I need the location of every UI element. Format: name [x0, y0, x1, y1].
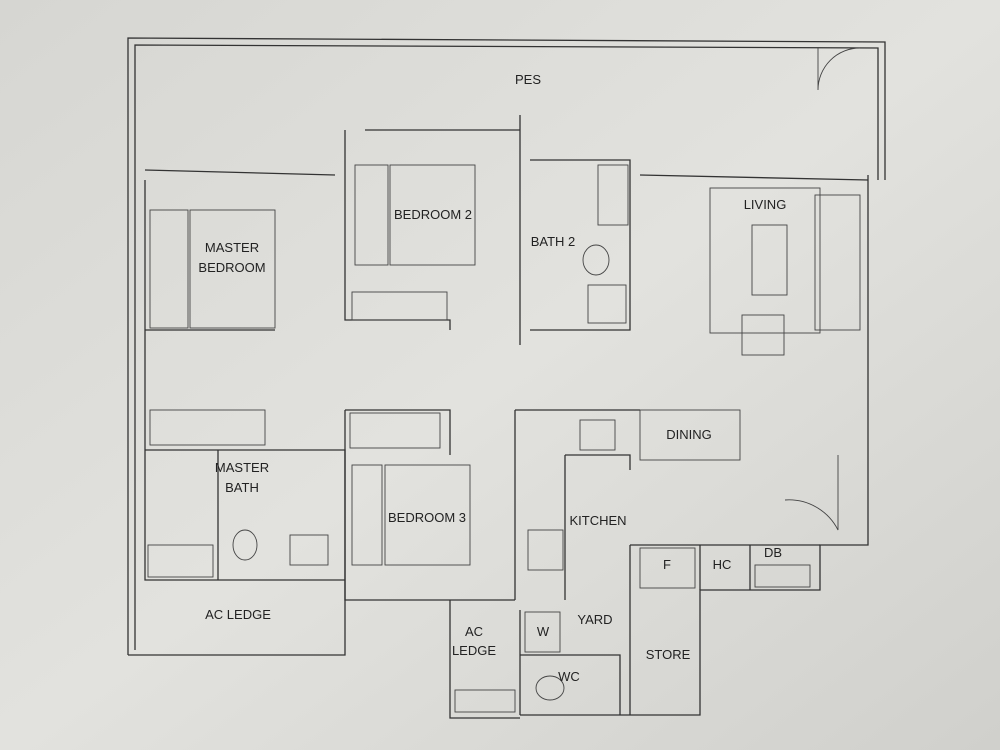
- label-bedroom3: BEDROOM 3: [388, 510, 466, 525]
- master-bed: [189, 209, 276, 329]
- label-ac-ledge-yard-1: AC: [465, 624, 483, 639]
- label-washer: W: [537, 624, 550, 639]
- label-master-bath-2: BATH: [225, 480, 259, 495]
- master-bath-toilet: [232, 529, 258, 561]
- dining-table: [639, 409, 741, 461]
- master-wardrobe: [149, 409, 266, 446]
- outer-walls: [127, 37, 886, 719]
- label-master-bedroom-2: BEDROOM: [198, 260, 265, 275]
- bath2-toilet: [582, 244, 610, 276]
- label-yard: YARD: [577, 612, 612, 627]
- bedroom2-bed: [389, 164, 476, 266]
- bedroom3-bed: [384, 464, 471, 566]
- label-dining: DINING: [666, 427, 712, 442]
- label-master-bath-1: MASTER: [215, 460, 269, 475]
- label-master-bedroom-1: MASTER: [205, 240, 259, 255]
- label-kitchen: KITCHEN: [569, 513, 626, 528]
- label-ac-ledge-yard-2: LEDGE: [452, 643, 496, 658]
- label-bedroom2: BEDROOM 2: [394, 207, 472, 222]
- label-bath2: BATH 2: [531, 234, 576, 249]
- label-wc: WC: [558, 669, 580, 684]
- entrance-doors: [784, 47, 861, 531]
- label-ac-ledge-left: AC LEDGE: [205, 607, 271, 622]
- furniture: [147, 164, 861, 713]
- stove: [527, 529, 564, 571]
- kitchen-sink: [579, 419, 616, 451]
- label-living: LIVING: [744, 197, 787, 212]
- label-hc: HC: [713, 557, 732, 572]
- living-sofa-set: [709, 187, 821, 334]
- label-store: STORE: [646, 647, 691, 662]
- label-db: DB: [764, 545, 782, 560]
- label-pes: PES: [515, 72, 541, 87]
- label-fridge: F: [663, 557, 671, 572]
- room-labels: PES MASTER BEDROOM BEDROOM 2 BATH 2 LIVI…: [198, 72, 786, 684]
